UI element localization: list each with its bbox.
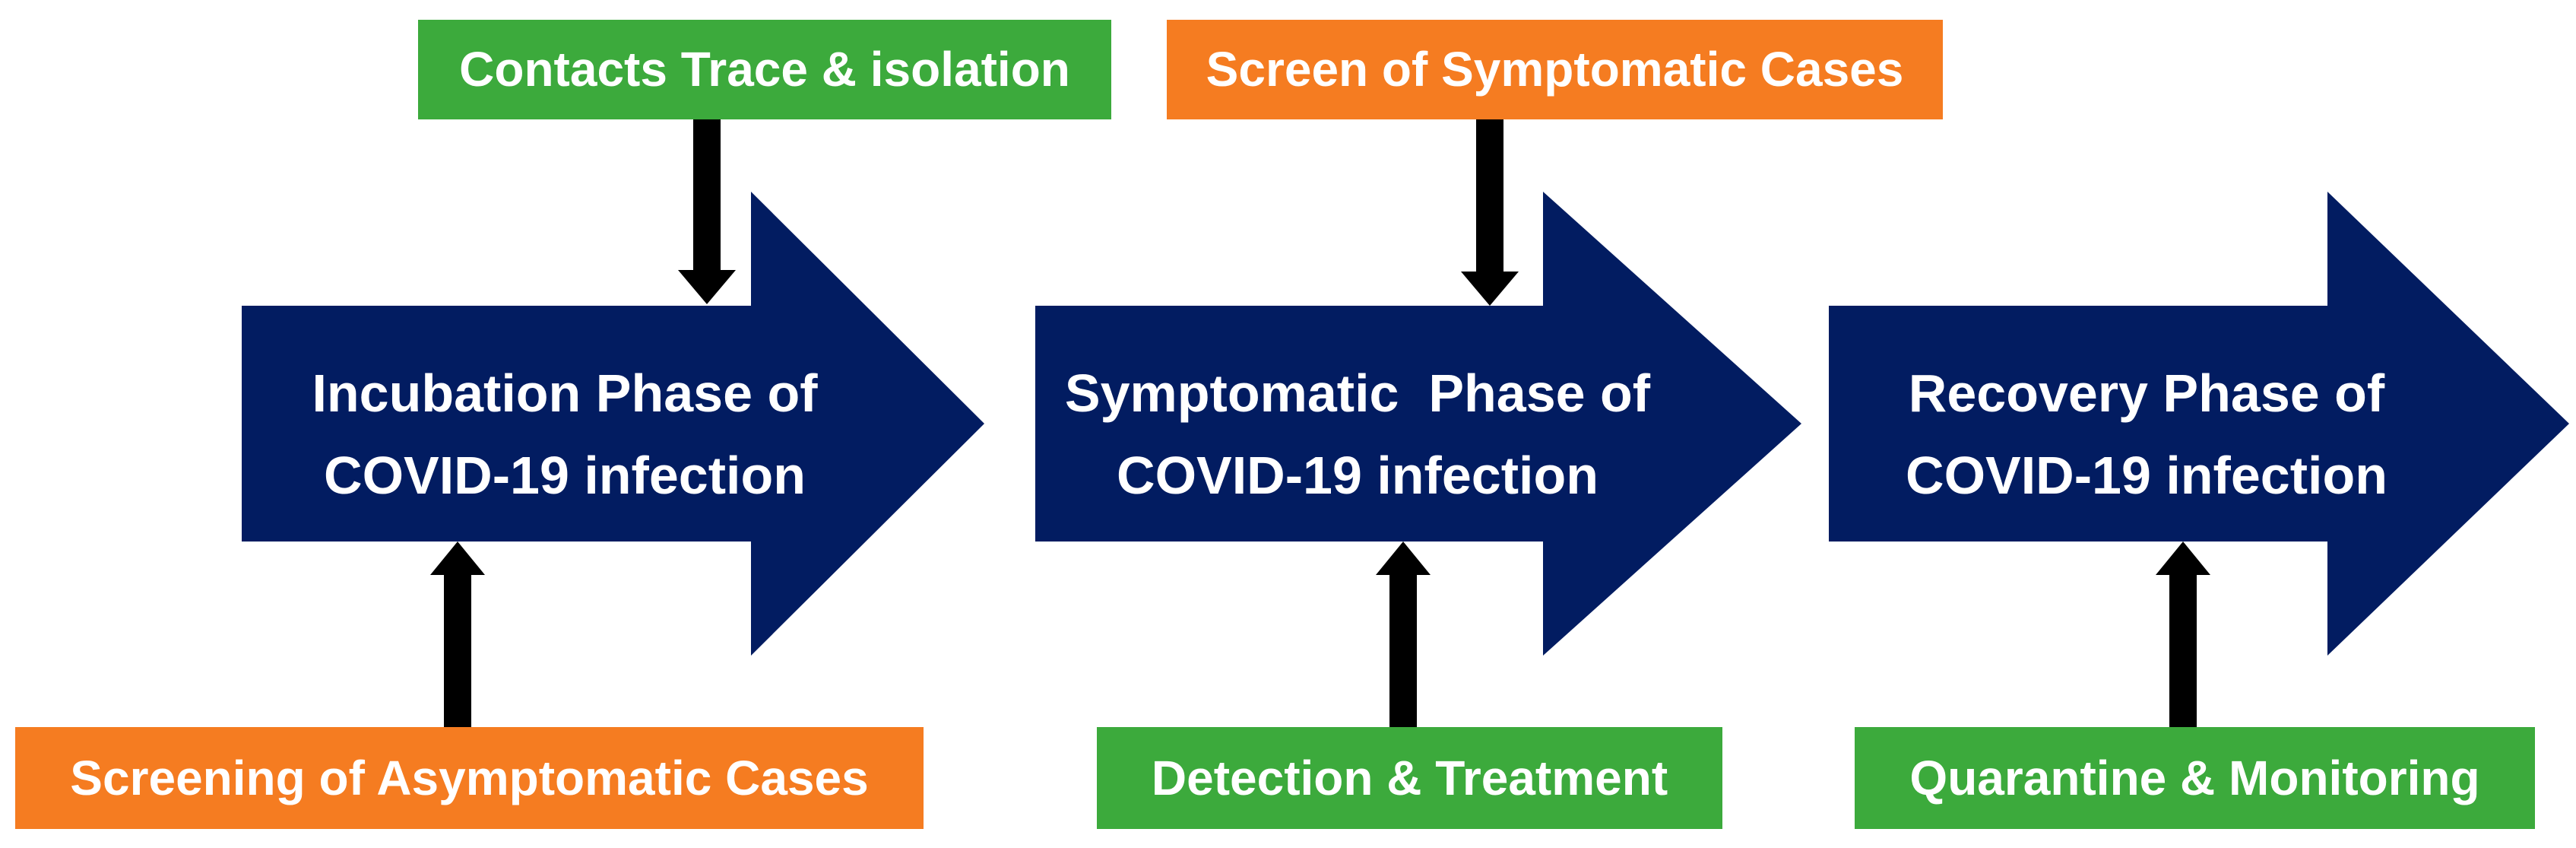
up-arrow-connector-3-icon <box>2156 542 2210 727</box>
phase-label-symptomatic-line1: Symptomatic Phase of <box>1064 364 1651 423</box>
intervention-box-detection-treatment: Detection & Treatment <box>1097 727 1722 829</box>
up-arrow-connector-2-icon <box>1376 542 1431 727</box>
phase-label-incubation: Incubation Phase of COVID-19 infection <box>242 306 888 542</box>
phase-label-incubation-line2: COVID-19 infection <box>324 446 806 505</box>
phase-arrow-symptomatic-icon <box>1035 192 1801 656</box>
intervention-box-screen-symptomatic: Screen of Symptomatic Cases <box>1167 20 1943 119</box>
intervention-label-quarantine-monitoring: Quarantine & Monitoring <box>1909 750 2480 805</box>
phase-label-symptomatic-line2: COVID-19 infection <box>1117 446 1599 505</box>
phase-label-recovery: Recovery Phase of COVID-19 infection <box>1829 306 2464 542</box>
down-arrow-connector-1-icon <box>678 119 736 304</box>
intervention-label-detection-treatment: Detection & Treatment <box>1151 750 1668 805</box>
down-arrow-connector-2-icon <box>1461 119 1519 306</box>
intervention-box-screening-asymptomatic: Screening of Asymptomatic Cases <box>15 727 924 829</box>
intervention-box-quarantine-monitoring: Quarantine & Monitoring <box>1855 727 2535 829</box>
intervention-box-contacts-trace: Contacts Trace & isolation <box>418 20 1111 119</box>
intervention-label-screening-asymptomatic: Screening of Asymptomatic Cases <box>70 750 869 805</box>
phase-arrow-incubation-icon <box>242 192 984 656</box>
phase-label-recovery-line1: Recovery Phase of <box>1908 364 2385 423</box>
up-arrow-connector-1-icon <box>430 542 485 727</box>
phase-label-symptomatic: Symptomatic Phase of COVID-19 infection <box>1035 306 1680 542</box>
phase-label-incubation-line1: Incubation Phase of <box>312 364 818 423</box>
intervention-label-screen-symptomatic: Screen of Symptomatic Cases <box>1206 42 1904 97</box>
intervention-label-contacts-trace: Contacts Trace & isolation <box>459 42 1070 97</box>
phase-label-recovery-line2: COVID-19 infection <box>1906 446 2387 505</box>
phase-arrow-recovery-icon <box>1829 192 2569 656</box>
